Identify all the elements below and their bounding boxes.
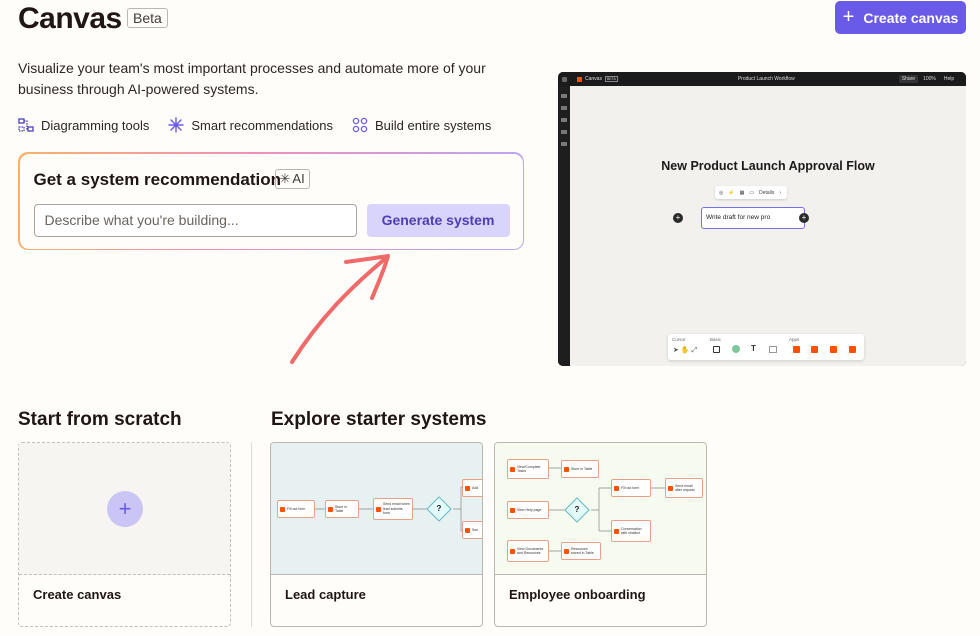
preview-mini-toolbar: ◎⚡▦▭Details› [715,186,787,199]
diagram-icon [18,118,34,132]
preview-app-name: Canvas [585,76,602,82]
preview-node: Write draft for new pro [701,207,805,229]
flow-node: Fill out form [611,479,651,497]
feature-label: Diagramming tools [41,117,150,133]
feature-smart-recommendations: Smart recommendations [168,117,333,133]
preview-zoom: 100% [923,76,936,82]
toolbar-group-apps: Apps [789,337,800,342]
decision-label: ? [436,504,442,513]
create-canvas-label: Create canvas [863,9,959,26]
feature-label: Build entire systems [375,117,492,133]
section-divider [251,442,252,627]
decision-label: ? [574,505,580,514]
nodes-icon [352,117,368,133]
asterisk-icon: ✳ [279,170,291,186]
starter-card-employee-onboarding[interactable]: View/Complete Tasks Store in Table View … [494,442,707,627]
card-thumbnail: + [19,443,230,575]
preview-mini-toolbar-label: Details [759,189,775,196]
app-tool-icon [793,346,800,353]
flow-node: Resources stored in Table [561,542,601,560]
ai-badge: ✳ AI [274,168,310,189]
flow-node: View/Complete Tasks [507,459,549,479]
preview-topbar: Canvas BETA Product Launch Workflow Shar… [558,72,966,86]
starters-section-title: Explore starter systems [271,409,487,430]
beta-badge: Beta [127,8,168,28]
preview-sidebar [558,86,570,366]
preview-window-title: Product Launch Workflow [737,76,795,82]
flow-node: Send email when lead submits form [373,498,413,520]
flow-node: Send email after request [665,478,703,498]
add-right-icon: + [799,213,809,223]
flow-node: Conversation with chatbot [611,520,651,542]
plus-icon[interactable]: + [107,491,143,527]
feature-label: Smart recommendations [191,117,333,133]
sparkle-icon [168,117,185,133]
flow-node: Store in Table [325,500,359,518]
sticky-tool-icon [732,345,740,353]
home-icon [562,76,567,82]
flow-node: Fill out form [277,500,315,518]
toolbar-group-cursor: Cursor [672,337,686,342]
card-thumbnail: Fill out form Store in Table Send email … [271,443,482,575]
page-description: Visualize your team's most important pro… [18,60,486,97]
preview-heading: New Product Launch Approval Flow [661,159,875,173]
feature-diagramming: Diagramming tools [18,117,149,133]
recommendation-panel: Get a system recommendation ✳ AI Generat… [18,152,524,250]
create-canvas-button[interactable]: + Create canvas [835,1,966,34]
feature-list: Diagramming tools Smart recommendations … [18,117,491,133]
canvas-preview: Canvas BETA Product Launch Workflow Shar… [558,72,966,366]
preview-bottom-toolbar: Cursor Basic Apps ➤ ✋ ⤢ T [668,334,864,360]
card-label: Create canvas [33,587,122,602]
card-label: Lead capture [285,587,366,602]
describe-input[interactable] [33,203,357,237]
starter-card-lead-capture[interactable]: Fill out form Store in Table Send email … [270,442,483,627]
add-left-icon: + [673,213,683,223]
app-logo-icon [577,76,582,82]
preview-app-badge: BETA [604,76,618,82]
flow-node: View Documents and Resources [507,540,549,562]
plus-icon: + [842,5,855,28]
ai-badge-label: AI [292,171,305,186]
preview-help: Help [943,76,955,82]
recommendation-title: Get a system recommendation [33,169,282,189]
shape-tool-icon [713,346,720,353]
flow-node: Sen [462,521,482,539]
page-title: Canvas [18,2,122,35]
create-canvas-card[interactable]: + Create canvas [18,442,231,627]
preview-canvas-area: New Product Launch Approval Flow ◎⚡▦▭Det… [570,86,966,366]
flow-connectors [314,486,467,532]
pointer-arrow-icon [290,254,390,364]
flow-node: Store in Table [561,460,599,478]
app-tool-icon [849,346,856,353]
flow-connectors [549,467,665,552]
toolbar-group-basic: Basic [710,337,722,342]
flow-node: Add [462,479,482,497]
table-tool-icon [769,346,777,353]
scratch-section-title: Start from scratch [18,409,182,430]
preview-share-button: Share [898,75,919,83]
text-tool-icon: T [751,344,756,353]
generate-system-button[interactable]: Generate system [366,203,510,237]
app-tool-icon [811,346,818,353]
app-tool-icon [830,346,837,353]
flow-node: View Help page [507,501,549,519]
card-label: Employee onboarding [509,587,646,602]
cursor-tools-icon: ➤ ✋ ⤢ [673,347,698,354]
card-thumbnail: View/Complete Tasks Store in Table View … [495,443,706,575]
feature-build-systems: Build entire systems [352,117,491,133]
